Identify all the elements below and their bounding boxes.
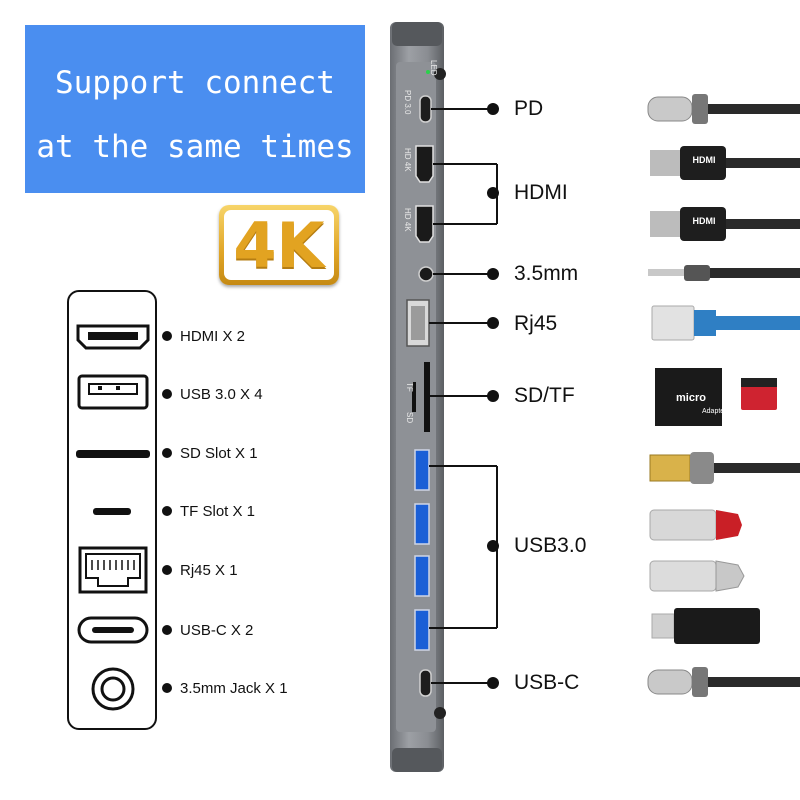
led-label: LED bbox=[429, 60, 438, 76]
hdmi1-label: HD 4K bbox=[403, 148, 412, 172]
legend-label-sd: SD Slot X 1 bbox=[180, 445, 258, 462]
tf-card-slot-icon bbox=[412, 382, 416, 412]
port-label-pd: PD bbox=[514, 97, 544, 120]
legend-label-tf: TF Slot X 1 bbox=[180, 503, 256, 520]
legend-label-rj45: Rj45 X 1 bbox=[180, 562, 238, 579]
hdmi-plug-icon bbox=[650, 207, 800, 241]
flash-drive-icon bbox=[649, 509, 742, 541]
hub-audio-jack-icon bbox=[418, 266, 434, 282]
port-legend-panel bbox=[67, 290, 157, 730]
usb-c-plug-icon bbox=[647, 667, 800, 697]
hdmi-port-icon bbox=[76, 324, 150, 350]
4k-badge-text: 4K bbox=[233, 209, 325, 282]
hdmi-plug-text: HDMI bbox=[692, 216, 716, 226]
sd-label: SD bbox=[405, 412, 414, 424]
legend-label-usbc: USB-C X 2 bbox=[180, 622, 254, 639]
legend-dot bbox=[162, 625, 172, 635]
hdmi-port-2-icon bbox=[415, 205, 434, 243]
led-icon bbox=[426, 70, 430, 74]
pd-usb-c-port-icon bbox=[419, 95, 432, 123]
legend-label-hdmi: HDMI X 2 bbox=[180, 328, 246, 345]
legend-dot bbox=[162, 683, 172, 693]
audio-plug-icon bbox=[648, 265, 800, 281]
sd-card-slot-icon bbox=[424, 362, 430, 432]
legend-dot bbox=[162, 331, 172, 341]
usb-a-plug-icon bbox=[649, 452, 800, 484]
tf-label: TF bbox=[405, 382, 414, 392]
legend-dot bbox=[162, 448, 172, 458]
micro-sd-text: micro bbox=[676, 392, 706, 404]
port-label-usb-c: USB-C bbox=[514, 671, 580, 694]
tf-slot-icon bbox=[93, 508, 131, 515]
hdmi2-label: HD 4K bbox=[403, 208, 412, 232]
port-label-usb3: USB3.0 bbox=[514, 534, 587, 557]
pd-label: PD 3.0 bbox=[403, 90, 412, 115]
usb-c-plug-icon bbox=[647, 94, 800, 124]
4k-badge: 4K bbox=[219, 205, 339, 285]
legend-dot bbox=[162, 565, 172, 575]
promo-banner: Support connect at the same times bbox=[25, 25, 365, 193]
usb3-port-2-icon bbox=[414, 503, 430, 545]
sd-card-icon bbox=[655, 368, 722, 426]
port-label-hdmi: HDMI bbox=[514, 181, 568, 204]
usb-adapter-icon bbox=[651, 608, 760, 644]
banner-line-1: Support connect bbox=[55, 65, 335, 101]
banner-line-2: at the same times bbox=[36, 129, 354, 165]
legend-label-jack: 3.5mm Jack X 1 bbox=[180, 680, 288, 697]
hdmi-plug-icon bbox=[650, 146, 800, 180]
usb-c-data-port-icon bbox=[419, 669, 432, 697]
usb-a-port-icon bbox=[77, 374, 149, 410]
port-label-audio: 3.5mm bbox=[514, 262, 579, 285]
ethernet-plug-icon bbox=[651, 305, 800, 341]
hdmi-plug-text: HDMI bbox=[692, 155, 716, 165]
hub-button-icon bbox=[434, 68, 446, 80]
usb3-port-1-icon bbox=[414, 449, 430, 491]
usb3-port-3-icon bbox=[414, 555, 430, 597]
audio-jack-icon bbox=[91, 667, 135, 711]
legend-dot bbox=[162, 389, 172, 399]
ethernet-port-icon bbox=[78, 546, 148, 594]
legend-dot bbox=[162, 506, 172, 516]
flash-drive-icon bbox=[649, 560, 745, 592]
legend-label-usb3: USB 3.0 X 4 bbox=[180, 386, 263, 403]
sd-slot-icon bbox=[76, 450, 150, 458]
port-label-rj45: Rj45 bbox=[514, 312, 558, 335]
hdmi-port-1-icon bbox=[415, 145, 434, 183]
micro-sd-card-icon bbox=[741, 378, 777, 410]
port-label-sd-tf: SD/TF bbox=[514, 384, 575, 407]
usb3-port-4-icon bbox=[414, 609, 430, 651]
adapter-text: Adapter bbox=[702, 408, 727, 415]
usb-c-port-icon bbox=[77, 616, 149, 644]
